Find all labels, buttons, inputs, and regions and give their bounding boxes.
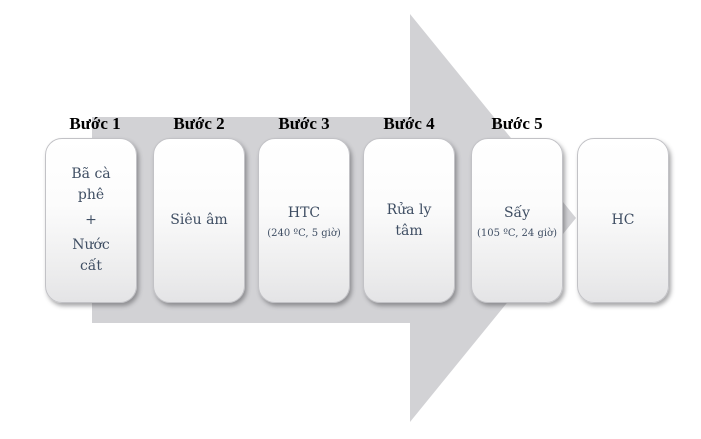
- step-box-htc: HTC (240 ºC, 5 giờ): [258, 138, 350, 303]
- step-box-subtext: (105 ºC, 24 giờ): [477, 227, 557, 239]
- result-box-hc: HC: [577, 138, 669, 303]
- step-label-5: Bước 5: [491, 114, 543, 133]
- step-box-text: Nước cất: [72, 237, 110, 274]
- step-box-text: HC: [611, 212, 635, 228]
- step-box-text: HTC: [287, 204, 321, 221]
- step-label-4: Bước 4: [383, 114, 435, 133]
- step-box-ultrasound: Siêu âm: [153, 138, 245, 303]
- step-box-coffee-grounds: Bã cà phê + Nước cất: [45, 138, 137, 303]
- step-box-subtext: (240 ºC, 5 giờ): [267, 227, 341, 239]
- step-box-text: Bã cà phê: [71, 166, 111, 203]
- step-label-2: Bước 2: [173, 114, 225, 133]
- step-box-text: Rửa ly tâm: [386, 201, 432, 239]
- step-box-text: +: [85, 212, 97, 228]
- step-box-text: Siêu âm: [170, 212, 228, 228]
- step-box-drying: Sấy (105 ºC, 24 giờ): [471, 138, 563, 303]
- step-label-1: Bước 1: [69, 114, 121, 133]
- step-box-centrifuge-wash: Rửa ly tâm: [363, 138, 455, 303]
- step-label-3: Bước 3: [278, 114, 330, 133]
- step-box-text: Sấy: [503, 204, 531, 221]
